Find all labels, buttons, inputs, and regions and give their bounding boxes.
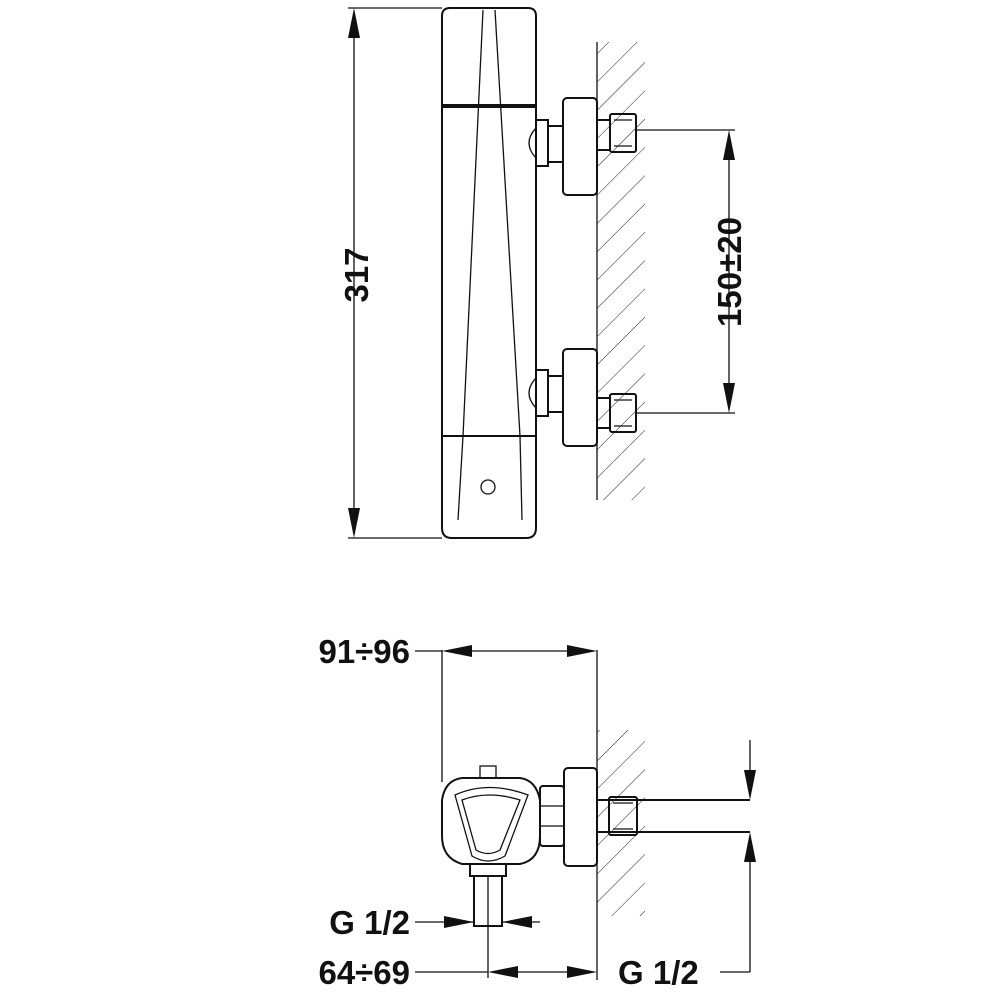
mixer-body — [441, 7, 537, 539]
depth-top-label: 91÷96 — [318, 633, 410, 670]
height-dimension: 317 — [338, 7, 442, 539]
side-connector — [539, 767, 750, 867]
outlet-thread-dimension: G 1/2 — [329, 904, 540, 941]
depth-dimension-bottom: 64÷69 — [318, 926, 597, 991]
inlet-thread-label: G 1/2 — [618, 954, 699, 991]
inlet-spacing-dimension: 150±20 — [636, 129, 748, 414]
height-dim-label: 317 — [338, 247, 375, 302]
side-view: 91÷96 G 1/2 64÷69 G 1/2 — [318, 633, 756, 991]
upper-connector — [528, 97, 637, 196]
inlet-thread-dimension: G 1/2 — [618, 740, 756, 991]
mixer-head-side — [441, 765, 541, 927]
outlet-thread-label: G 1/2 — [329, 904, 410, 941]
front-view: 317 150±20 — [338, 7, 748, 539]
outlet-hole — [480, 479, 496, 495]
inlet-spacing-label: 150±20 — [711, 217, 748, 327]
depth-bottom-label: 64÷69 — [318, 954, 410, 991]
depth-dimension-top: 91÷96 — [318, 633, 597, 782]
